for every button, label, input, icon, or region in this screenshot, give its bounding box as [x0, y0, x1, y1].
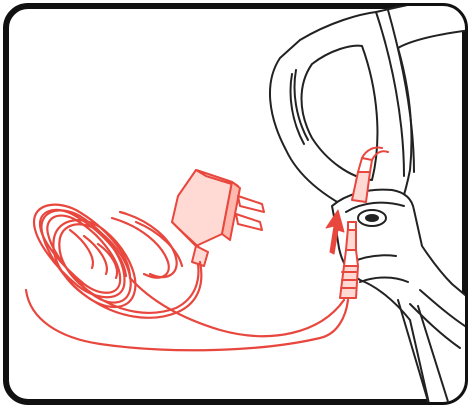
- illustration-canvas: [0, 0, 471, 408]
- instruction-figure: [0, 0, 471, 408]
